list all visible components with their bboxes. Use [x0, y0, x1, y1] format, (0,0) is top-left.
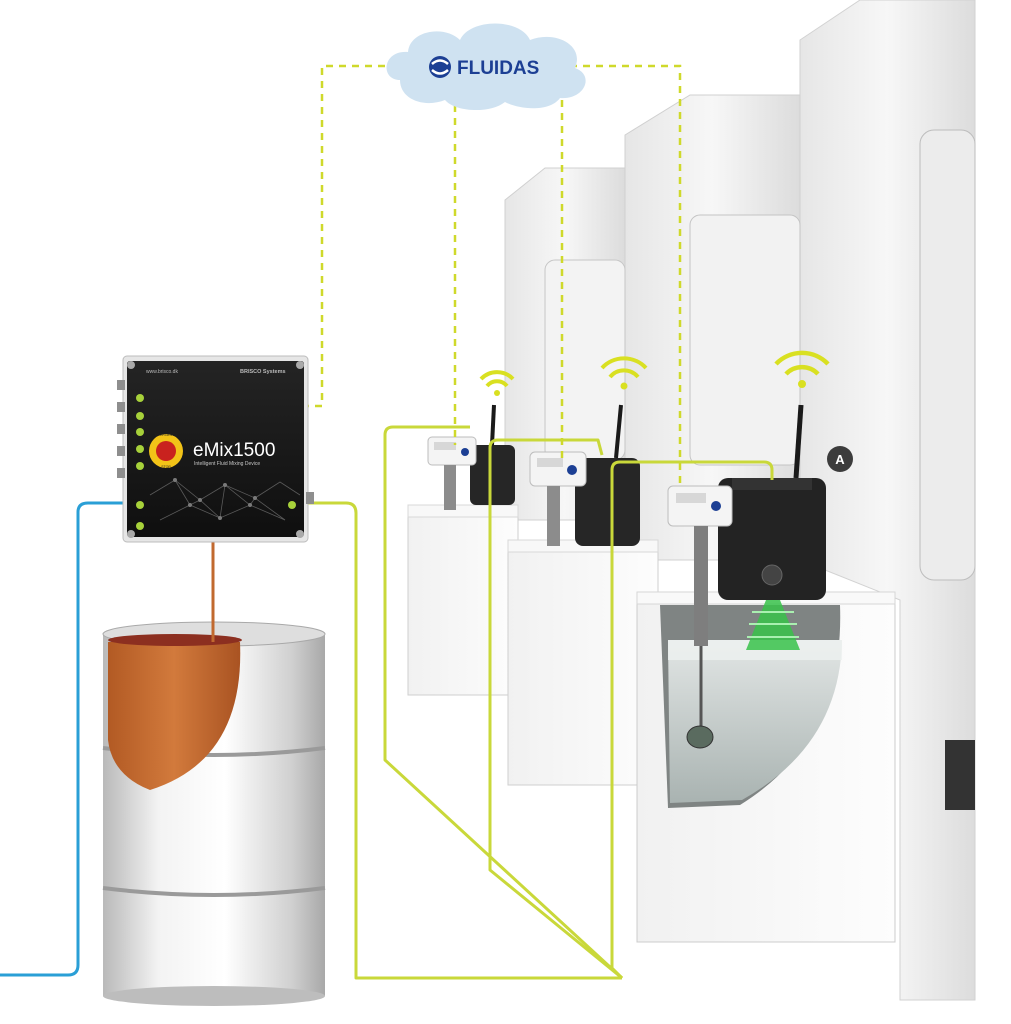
- status-leds: [136, 394, 296, 530]
- fluid-distribution-lines: [308, 425, 774, 980]
- wifi-icon: [600, 356, 648, 390]
- estop-label-top: EMERGENCY: [155, 433, 178, 437]
- emix-controller: www.brisco.dk BRISCO Systems EMERGENCY S…: [117, 355, 314, 543]
- sump-tank-3: [636, 591, 896, 943]
- emergency-stop-button[interactable]: EMERGENCY STOP: [149, 433, 183, 469]
- sensor-unit-3: [667, 404, 826, 749]
- controller-model: eMix1500: [193, 440, 275, 461]
- machine-tool-middle: [624, 94, 801, 561]
- controller-maker: BRISCO Systems: [240, 369, 286, 375]
- fluidas-cloud[interactable]: FLUIDAS: [386, 23, 586, 111]
- sensor-unit-1: [427, 404, 515, 510]
- controller-subtitle: Intelligent Fluid Mixing Device: [194, 461, 260, 467]
- estop-label-bottom: STOP: [161, 465, 171, 469]
- water-supply-line: [0, 501, 124, 977]
- cloud-data-links: [302, 64, 682, 488]
- controller-website: www.brisco.dk: [146, 369, 178, 375]
- concentrate-drum: [102, 621, 326, 1006]
- sump-tank-2: [507, 539, 659, 786]
- callout-marker-a: A: [827, 446, 853, 472]
- radar-level-beam: [746, 600, 800, 650]
- machine-tool-right: [799, 0, 976, 1001]
- machine-tool-left: [504, 167, 626, 521]
- sensor-unit-2: [529, 404, 640, 546]
- wifi-icon: [479, 370, 515, 396]
- coolant-fluid: [668, 640, 842, 803]
- fluidas-logo-icon: [429, 56, 451, 78]
- cloud-brand-label: FLUIDAS: [457, 58, 539, 79]
- wifi-icon: [774, 350, 830, 388]
- callout-label: A: [835, 452, 845, 467]
- sump-tank-1: [407, 504, 519, 696]
- concentrate-fluid: [108, 642, 241, 790]
